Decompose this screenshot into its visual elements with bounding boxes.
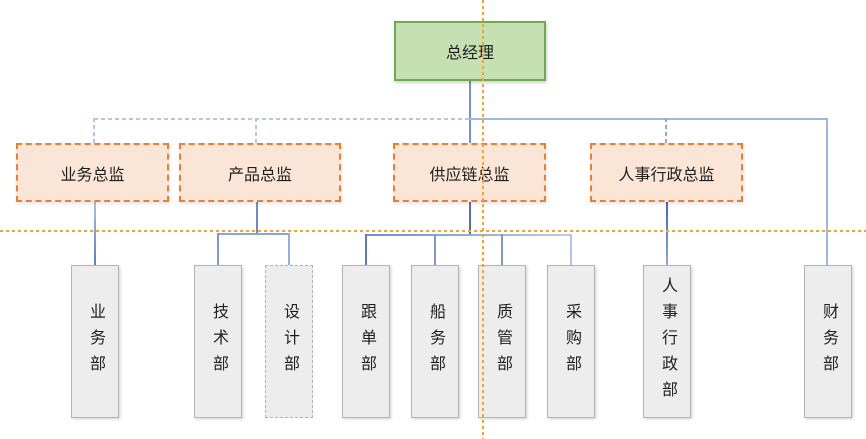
alignment-guide-vertical <box>482 0 484 439</box>
node-dept-finance[interactable]: 财务部 <box>804 265 852 418</box>
node-label: 技术部 <box>210 302 227 381</box>
connector-product-director-stem <box>256 202 258 233</box>
connector-supply-split <box>365 234 571 236</box>
node-label: 采购部 <box>563 302 580 381</box>
node-label: 财务部 <box>820 302 837 381</box>
node-dept-purchasing[interactable]: 采购部 <box>547 265 595 418</box>
connector-drop-shipping-dept <box>434 234 436 265</box>
node-label: 设计部 <box>281 302 298 381</box>
node-label: 船务部 <box>427 302 444 381</box>
node-director-product[interactable]: 产品总监 <box>179 143 341 202</box>
node-label: 人事行政总监 <box>618 166 715 184</box>
connector-drop-business-director <box>93 118 95 143</box>
node-dept-design[interactable]: 设计部 <box>265 265 313 418</box>
connector-drop-hr-director <box>665 118 667 143</box>
node-dept-shipping[interactable]: 船务部 <box>411 265 459 418</box>
connector-drop-merchandising-dept <box>365 234 367 265</box>
alignment-guide-horizontal <box>0 230 866 232</box>
node-label: 人事行政部 <box>659 276 676 407</box>
node-dept-business[interactable]: 业务部 <box>71 265 119 418</box>
connector-drop-design-dept <box>288 233 290 265</box>
node-label: 质管部 <box>494 302 511 381</box>
connector-l1-horizontal-solid <box>469 118 828 120</box>
connector-drop-quality-dept <box>501 234 503 265</box>
connector-l1-horizontal-dashed <box>94 118 470 120</box>
node-dept-quality[interactable]: 质管部 <box>478 265 526 418</box>
connector-drop-finance-dept <box>826 118 828 265</box>
node-dept-merchandising[interactable]: 跟单部 <box>342 265 390 418</box>
connector-supply-director-stem <box>469 202 471 234</box>
node-dept-technology[interactable]: 技术部 <box>194 265 242 418</box>
connector-drop-product-director <box>255 118 257 143</box>
connector-drop-purchasing-dept <box>570 234 572 265</box>
node-label: 总经理 <box>445 45 494 62</box>
node-director-business[interactable]: 业务总监 <box>16 143 169 202</box>
node-director-hr-admin[interactable]: 人事行政总监 <box>590 143 743 202</box>
node-director-supply-chain[interactable]: 供应链总监 <box>393 143 546 202</box>
connector-gm-stem <box>469 81 471 143</box>
node-label: 跟单部 <box>358 302 375 381</box>
connector-drop-technology-dept <box>217 233 219 265</box>
node-label: 业务总监 <box>60 166 125 184</box>
connector-business-director-to-dept <box>94 202 96 265</box>
node-dept-hr-admin[interactable]: 人事行政部 <box>643 265 691 418</box>
node-label: 业务部 <box>87 302 104 381</box>
connector-hr-director-to-dept <box>666 202 668 265</box>
connector-product-split <box>217 233 289 235</box>
node-general-manager[interactable]: 总经理 <box>394 21 546 81</box>
node-label: 供应链总监 <box>429 166 510 184</box>
node-label: 产品总监 <box>227 166 292 184</box>
